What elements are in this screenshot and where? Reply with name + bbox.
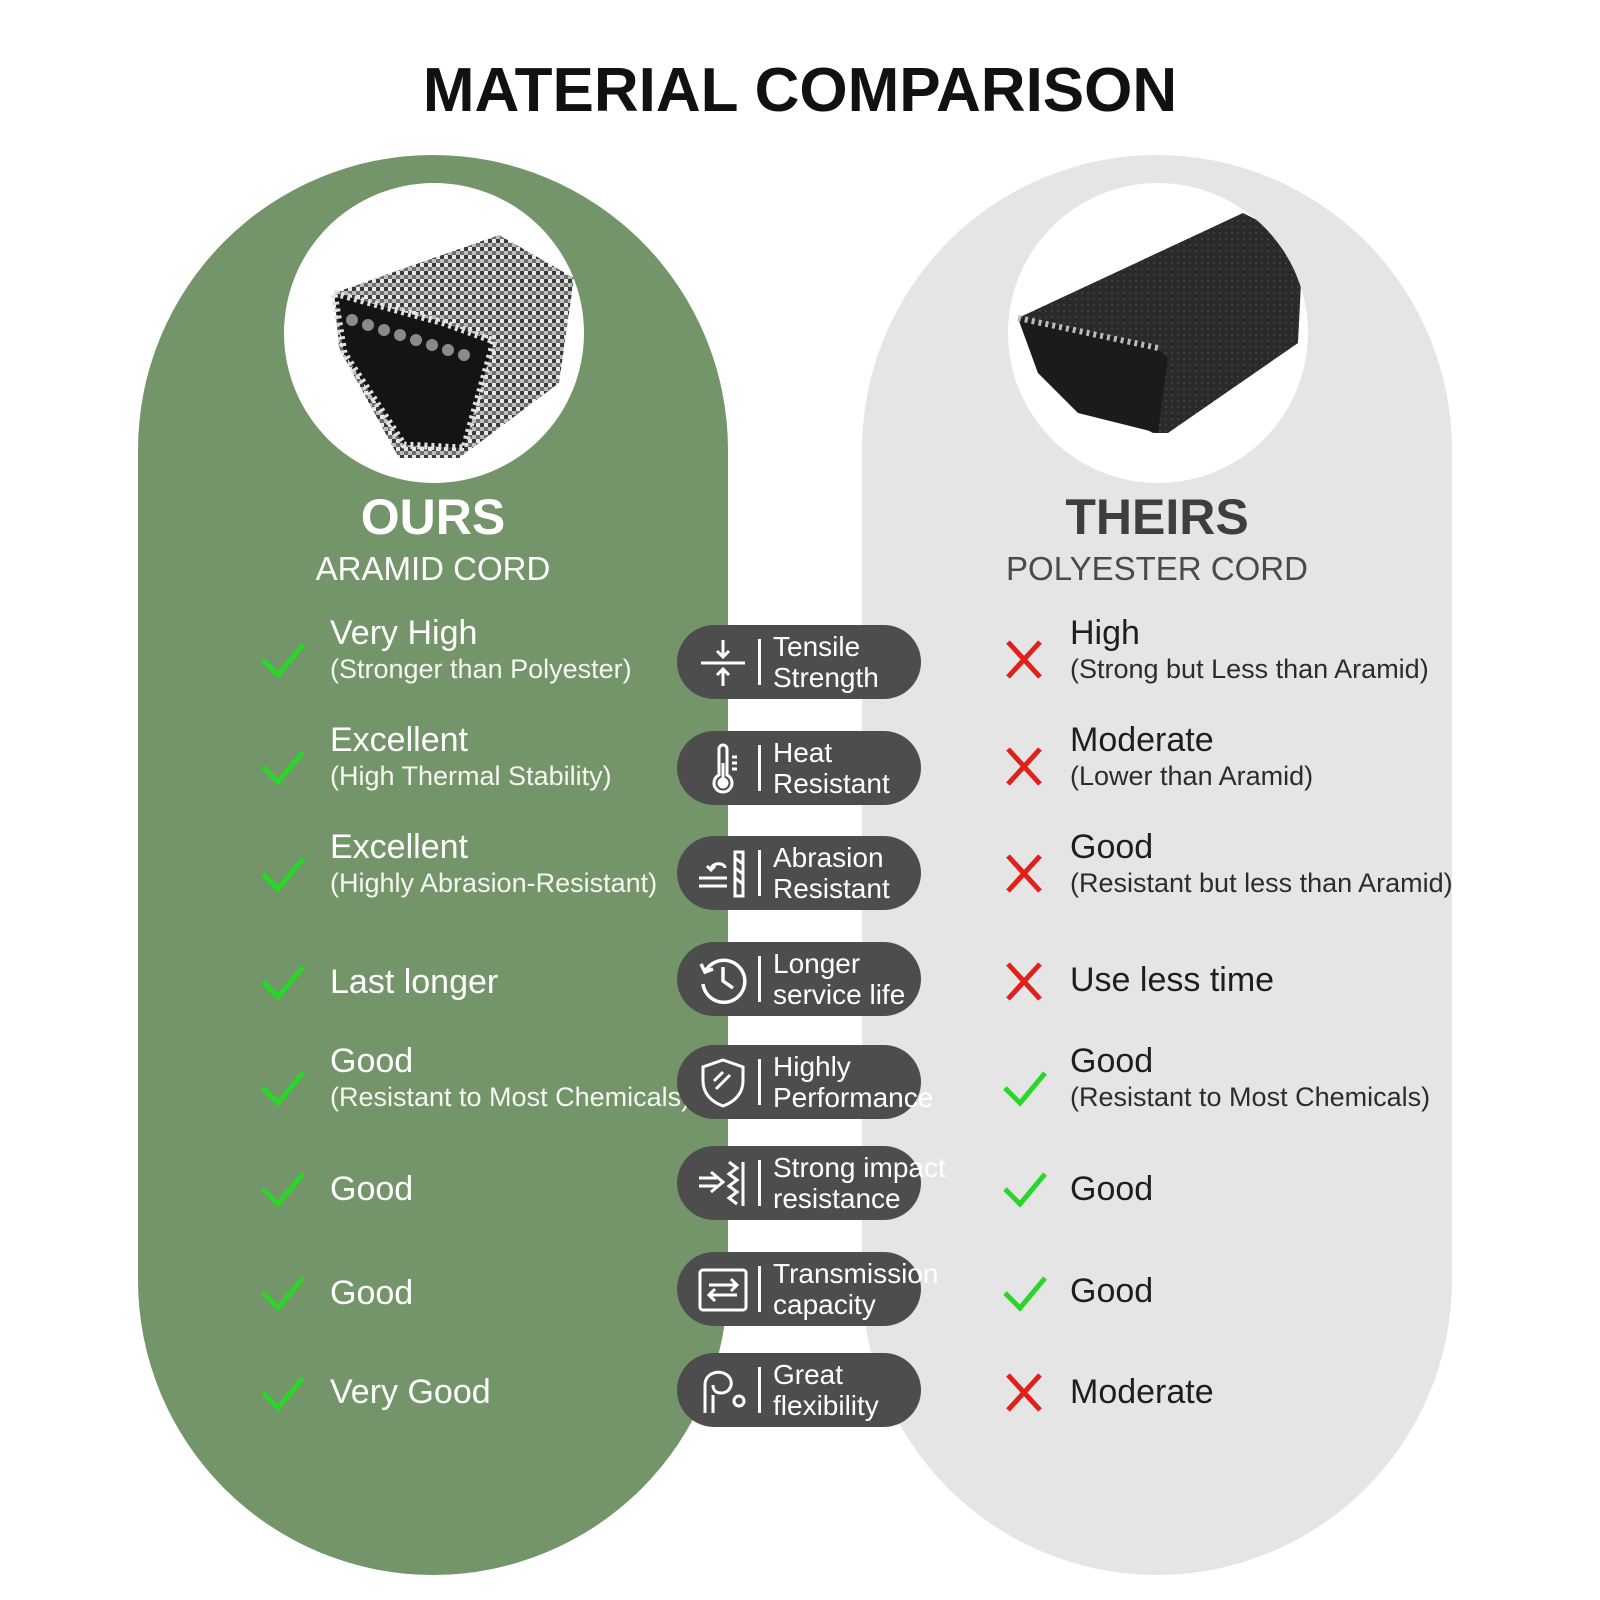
- feature-label: Great: [773, 1359, 844, 1390]
- feature-label: Abrasion: [773, 842, 884, 873]
- comparison-row: Good (Resistant to Most Chemicals) Highl…: [0, 1042, 1600, 1130]
- cross-icon: [1000, 851, 1050, 897]
- tensile-arrows-icon: [697, 637, 749, 689]
- ours-note: (High Thermal Stability): [330, 761, 612, 791]
- shield-icon: [697, 1057, 749, 1109]
- ours-value: Good: [330, 1274, 414, 1312]
- abrasion-icon: [697, 848, 749, 900]
- theirs-value: High: [1070, 614, 1140, 652]
- feature-label: service life: [773, 979, 906, 1010]
- aramid-belt-image: [284, 183, 584, 483]
- theirs-value: Use less time: [1070, 961, 1275, 999]
- thermometer-icon: [697, 743, 749, 795]
- feature-label: capacity: [773, 1289, 876, 1320]
- feature-label: Heat: [773, 737, 833, 768]
- ours-value: Very Good: [330, 1373, 491, 1411]
- feature-label: resistance: [773, 1183, 901, 1214]
- check-icon: [258, 1166, 308, 1212]
- impact-icon: [697, 1158, 749, 1210]
- ours-value: Good: [330, 1042, 414, 1080]
- check-icon: [1000, 1166, 1050, 1212]
- comparison-row: Very High (Stronger than Polyester) Tens…: [0, 614, 1600, 702]
- ours-value: Good: [330, 1170, 414, 1208]
- check-icon: [1000, 1270, 1050, 1316]
- page-title: MATERIAL COMPARISON: [422, 56, 1178, 125]
- cross-icon: [1000, 744, 1050, 790]
- flexibility-icon: [697, 1365, 749, 1417]
- theirs-note: (Strong but Less than Aramid): [1070, 654, 1429, 684]
- ours-note: (Highly Abrasion-Resistant): [330, 868, 658, 898]
- ours-value: Excellent: [330, 721, 468, 759]
- check-icon: [258, 744, 308, 790]
- theirs-subheading: POLYESTER CORD: [1006, 550, 1308, 587]
- check-icon: [258, 1370, 308, 1416]
- theirs-note: (Resistant to Most Chemicals): [1070, 1082, 1431, 1112]
- ours-heading: OURS: [360, 489, 506, 545]
- check-icon: [258, 1065, 308, 1111]
- ours-subheading: ARAMID CORD: [315, 550, 551, 587]
- clock-history-icon: [697, 954, 749, 1006]
- theirs-note: (Resistant but less than Aramid): [1070, 868, 1453, 898]
- check-icon: [258, 959, 308, 1005]
- ours-note: (Stronger than Polyester): [330, 654, 632, 684]
- transmission-icon: [697, 1264, 749, 1316]
- theirs-heading: THEIRS: [1065, 489, 1249, 545]
- check-icon: [258, 637, 308, 683]
- cross-icon: [1000, 959, 1050, 1005]
- feature-label: Resistant: [773, 768, 890, 799]
- feature-label: Longer: [773, 948, 861, 979]
- feature-label: Tensile: [773, 631, 861, 662]
- theirs-note: (Lower than Aramid): [1070, 761, 1314, 791]
- feature-label: Transmission: [773, 1258, 939, 1289]
- ours-value: Excellent: [330, 828, 468, 866]
- cross-icon: [1000, 637, 1050, 683]
- theirs-value: Good: [1070, 828, 1154, 866]
- comparison-row: Excellent (Highly Abrasion-Resistant) Ab…: [0, 828, 1600, 916]
- check-icon: [258, 1270, 308, 1316]
- theirs-value: Moderate: [1070, 1373, 1214, 1411]
- ours-value: Very High: [330, 614, 478, 652]
- polyester-belt-image: [1008, 183, 1308, 483]
- feature-label: Performance: [773, 1082, 934, 1113]
- theirs-value: Good: [1070, 1170, 1154, 1208]
- feature-label: Highly: [773, 1051, 851, 1082]
- feature-label: Resistant: [773, 873, 890, 904]
- cross-icon: [1000, 1370, 1050, 1416]
- theirs-value: Good: [1070, 1042, 1154, 1080]
- check-icon: [1000, 1065, 1050, 1111]
- theirs-value: Good: [1070, 1272, 1154, 1310]
- check-icon: [258, 851, 308, 897]
- ours-note: (Resistant to Most Chemicals): [330, 1082, 691, 1112]
- ours-value: Last longer: [330, 963, 499, 1001]
- feature-label: Strong impact: [773, 1152, 946, 1183]
- theirs-value: Moderate: [1070, 721, 1214, 759]
- feature-label: Strength: [773, 662, 879, 693]
- feature-label: flexibility: [773, 1390, 879, 1421]
